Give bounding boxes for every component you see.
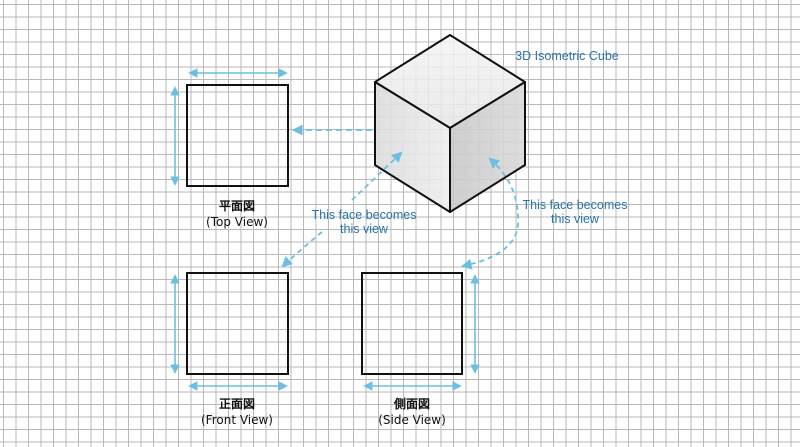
front-view-square (186, 272, 289, 375)
isometric-cube (374, 34, 526, 213)
side-face-annotation-line1: This face becomes (523, 198, 628, 212)
top-view-square (186, 84, 289, 187)
front-view-label-jp: 正面図 (219, 397, 255, 411)
front-face-annotation-line2: this view (340, 222, 389, 236)
side-view-square (361, 272, 463, 375)
side-projection-arrow (460, 157, 519, 270)
front-projection-arrow-lower (281, 231, 323, 268)
side-view-label-jp: 側面図 (393, 396, 430, 411)
top-view-label-jp: 平面図 (219, 199, 255, 213)
top-view-label-en: (Top View) (206, 215, 268, 229)
front-view-label-en: (Front View) (201, 413, 273, 427)
side-face-annotation-line2: this view (551, 212, 600, 226)
front-face-annotation-line1: This face becomes (312, 208, 417, 222)
side-view-label-en: (Side View) (378, 413, 446, 427)
cube-title: 3D Isometric Cube (515, 49, 619, 63)
